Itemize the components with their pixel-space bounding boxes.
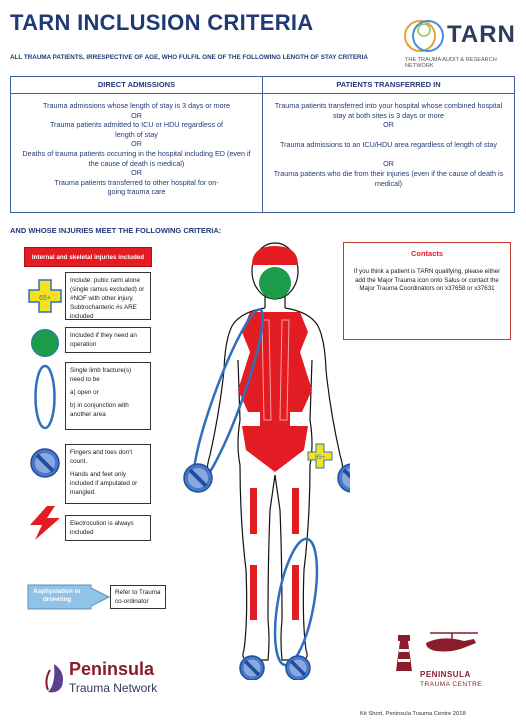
tarn-logo-word: TARN (447, 21, 516, 48)
transferred-criterion-3: Trauma patients who die from their injur… (273, 168, 504, 188)
legend-circle-text: Included if they need an operation (65, 327, 151, 353)
direct-criterion-3: Deaths of trauma patients occurring in t… (22, 148, 251, 168)
legend-internal-injuries: Internal and skeletal injuries included (24, 247, 152, 267)
legend-cross-text: Include: pubic rami alone (single ramus … (65, 272, 151, 320)
oval-line-2: a) open or (70, 389, 99, 396)
or-separator: OR (131, 110, 142, 120)
or-separator: OR (131, 168, 142, 178)
nosign-line-2: Hands and feet only included if amputate… (70, 471, 138, 496)
torso-injury-region (238, 312, 312, 472)
hand-foot-no-signs (183, 463, 350, 680)
oval-line-1: Single limb fracture(s) need to be (70, 367, 132, 383)
no-entry-icon (30, 448, 60, 478)
legend-oval-text: Single limb fracture(s) need to be a) op… (65, 362, 151, 430)
direct-admissions-column: DIRECT ADMISSIONS Trauma admissions whos… (11, 77, 263, 212)
head-injury-region (252, 246, 298, 265)
tarn-logo-mark (404, 20, 444, 52)
transferred-in-column: PATIENTS TRANSFERRED IN Trauma patients … (263, 77, 514, 212)
contacts-box: Contacts If you think a patient is TARN … (343, 242, 511, 340)
oval-line-3: b) in conjunction with another area (70, 402, 129, 418)
left-thigh-bar (250, 488, 257, 534)
legend-arrow-text: Refer to Trauma co-ordinator (110, 585, 166, 609)
leg-oval (273, 537, 319, 667)
nosign-line-1: Fingers and toes don't count. (70, 449, 133, 465)
peninsula-network-subtitle: Trauma Network (69, 681, 158, 695)
peninsula-centre-subtitle: TRAUMA CENTRE (420, 681, 483, 688)
right-thigh-bar (292, 488, 299, 534)
hip-cross (307, 443, 333, 469)
peninsula-network-logo-icon (45, 664, 63, 693)
hip-cross-badge: 65+ (315, 455, 326, 461)
arrow-label: Asphyxiation or drowning (33, 588, 81, 603)
page-subtitle: ALL TRAUMA PATIENTS, IRRESPECTIVE OF AGE… (10, 54, 368, 61)
direct-criterion-2: Trauma patients admitted to ICU or HDU r… (49, 120, 224, 139)
body-diagram: 65+ (183, 242, 350, 680)
direct-criterion-1: Trauma admissions whose length of stay i… (42, 101, 231, 110)
left-shin-bar (250, 565, 257, 620)
peninsula-centre-name: PENINSULA (420, 670, 471, 679)
right-shin-bar (292, 565, 299, 620)
transferred-criterion-1: Trauma patients transferred into your ho… (274, 101, 503, 120)
blue-oval-icon (34, 364, 56, 430)
green-circle-icon (31, 329, 59, 357)
peninsula-network-name: Peninsula (69, 659, 155, 679)
or-separator: OR (383, 120, 394, 130)
direct-admissions-heading: DIRECT ADMISSIONS (11, 77, 262, 94)
arrow-shape (27, 584, 111, 610)
face-circle (259, 267, 291, 299)
lightning-icon (30, 506, 60, 540)
transferred-criterion-2: Trauma admissions to an ICU/HDU area reg… (279, 139, 498, 149)
credit-text: Kit Short, Peninsula Trauma Centre 2018 (360, 711, 466, 717)
direct-criterion-4: Trauma patients transferred to other hos… (54, 177, 219, 197)
yellow-cross-icon: 65+ (28, 279, 62, 313)
transferred-in-heading: PATIENTS TRANSFERRED IN (263, 77, 514, 94)
cross-badge-text: 65+ (39, 295, 51, 302)
legend-lightning-text: Electrocution is always included (65, 515, 151, 541)
contacts-heading: Contacts (410, 249, 444, 258)
legend-nosign-text: Fingers and toes don't count. Hands and … (65, 444, 151, 504)
tarn-logo-tagline: THE TRAUMA AUDIT & RESEARCH NETWORK (405, 57, 497, 69)
length-of-stay-criteria: DIRECT ADMISSIONS Trauma admissions whos… (10, 76, 515, 213)
page-title: TARN INCLUSION CRITERIA (10, 10, 314, 35)
lighthouse-helicopter-icon (396, 632, 478, 671)
or-separator: OR (383, 159, 394, 169)
injuries-heading: AND WHOSE INJURIES MEET THE FOLLOWING CR… (10, 226, 222, 235)
contacts-body: If you think a patient is TARN qualifyin… (353, 268, 501, 293)
or-separator: OR (131, 139, 142, 149)
